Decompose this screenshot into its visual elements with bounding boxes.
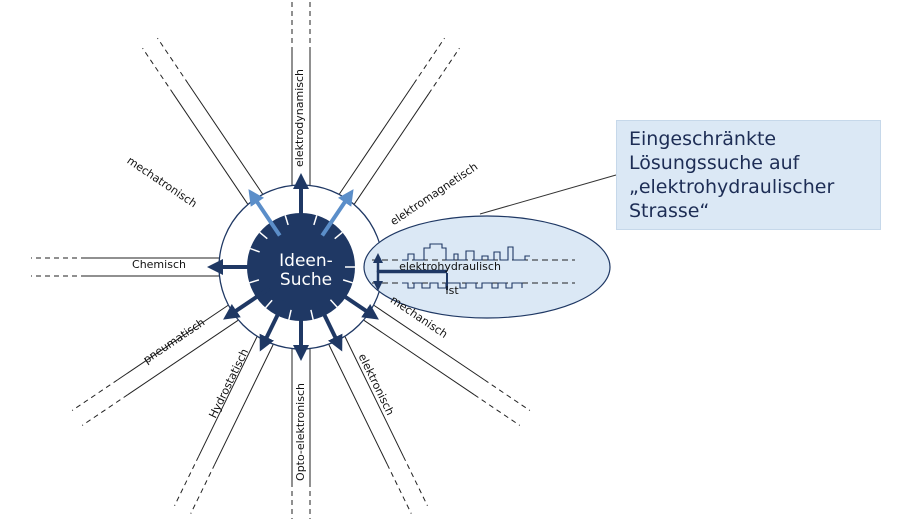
hub-circle (247, 213, 355, 321)
road-mechanisch (363, 304, 531, 426)
road-opto-elektronisch (291, 349, 311, 519)
restricted-search-callout: Eingeschränkte Lösungssuche auf „elektro… (616, 120, 881, 230)
hub-tick (310, 309, 314, 320)
road-chemisch (31, 257, 219, 277)
inset-road-label: elektrohydraulisch (399, 260, 501, 273)
road-edge-dashed (428, 47, 460, 95)
road-elektronisch (328, 336, 428, 514)
road-label-opto-elektronisch: Opto-elektronisch (294, 383, 307, 481)
arrow-hydrostatisch (259, 300, 287, 352)
road-mechatronisch (142, 37, 264, 205)
road-label-chemisch: Chemisch (132, 258, 186, 271)
hub-tick (313, 215, 318, 226)
hub-tick (329, 299, 338, 308)
hub-tick (342, 279, 353, 284)
road-edge (127, 319, 239, 396)
road-edge (117, 304, 229, 381)
arrow-elektromagnetisch (320, 189, 354, 237)
electrohydraulic-focus-ellipse (363, 215, 611, 319)
arrow-elektronisch (315, 300, 343, 352)
hub-tick (259, 231, 268, 240)
road-elektrodynamisch (291, 0, 311, 185)
road-edge-dashed (71, 379, 119, 411)
road-pneumatisch (71, 304, 239, 426)
hub-tick (250, 247, 260, 253)
road-edge (214, 344, 274, 465)
hub-tick (265, 299, 273, 309)
hub-tick (284, 215, 289, 226)
road-edge (363, 319, 475, 396)
road-label-hydrostatisch: Hydrostatisch (206, 347, 251, 421)
road-edge-dashed (142, 47, 174, 95)
center-label-line1: Ideen- (279, 251, 333, 271)
road-edge-dashed (413, 37, 445, 85)
road-edge (172, 93, 249, 205)
solution-roads (31, 0, 531, 519)
road-edge (353, 93, 430, 205)
road-edge (338, 83, 415, 195)
road-edge (344, 336, 404, 457)
arrow-mechanisch (331, 286, 379, 320)
road-hydrostatisch (174, 336, 274, 514)
road-edge-dashed (157, 37, 189, 85)
callout-connector (479, 174, 617, 215)
road-elektromagnetisch (338, 37, 460, 205)
road-edge-dashed (473, 394, 521, 426)
inset-road (372, 243, 575, 291)
road-edge (328, 344, 388, 465)
road-edge-dashed (483, 379, 531, 411)
road-edge (373, 304, 485, 381)
road-edge-dashed (402, 456, 428, 506)
hub-tick (288, 309, 292, 320)
center-label-line2: Suche (280, 270, 332, 290)
road-label-elektrodynamisch: elektrodynamisch (293, 69, 306, 167)
road-edge (198, 336, 258, 457)
idea-search-hub: Ideen- Suche (207, 173, 379, 361)
hub-arrows (207, 173, 379, 361)
inset-ist-label: Ist (445, 284, 459, 297)
road-label-elektronisch: elektronisch (356, 351, 397, 417)
road-edge-dashed (386, 463, 412, 514)
hub-tick (334, 231, 343, 240)
road-edge-dashed (81, 394, 129, 426)
arrow-pneumatisch (223, 286, 271, 320)
hub-tick (249, 279, 260, 284)
road-edge-dashed (174, 456, 200, 506)
road-label-pneumatisch: pneumatisch (141, 316, 207, 367)
arrow-mechatronisch (248, 189, 282, 237)
road-label-mechatronisch: mechatronisch (125, 154, 200, 210)
road-edge (187, 83, 264, 195)
road-edge-dashed (190, 463, 216, 514)
